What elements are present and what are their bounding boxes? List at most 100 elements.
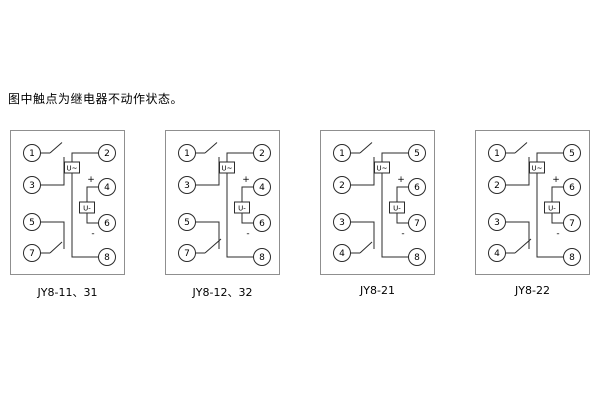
terminal: 8 xyxy=(253,248,271,266)
terminal-circle xyxy=(488,144,506,162)
panel-caption: JY8-21 xyxy=(360,284,395,297)
dc-coil-label: U- xyxy=(238,205,246,213)
note-text: 图中触点为继电器不动作状态。 xyxy=(8,92,184,106)
terminal-number: 1 xyxy=(339,149,345,159)
terminal-circle xyxy=(23,213,41,231)
terminal-number: 1 xyxy=(494,149,500,159)
terminal-number: 1 xyxy=(29,149,35,159)
terminal-number: 5 xyxy=(29,218,35,228)
terminal-circle xyxy=(408,214,426,232)
terminal-circle xyxy=(488,213,506,231)
plus-sign: + xyxy=(397,175,405,185)
ac-coil-label: U~ xyxy=(67,165,78,173)
ac-coil-box xyxy=(374,161,390,174)
terminal-number: 8 xyxy=(259,253,265,263)
wire-ac-rail xyxy=(536,173,564,258)
contact-riser-bottom xyxy=(350,221,375,249)
plus-sign: + xyxy=(552,175,560,185)
terminal-number: 5 xyxy=(184,218,190,228)
terminal-number: 7 xyxy=(569,219,575,229)
wire-dc-minus xyxy=(86,213,99,224)
wire-ac-top xyxy=(226,152,254,162)
terminal-circle xyxy=(333,144,351,162)
wire-dc-plus xyxy=(241,186,254,202)
terminal-circle xyxy=(563,248,581,266)
plus-sign: + xyxy=(87,175,95,185)
contact-riser-bottom xyxy=(40,221,65,249)
terminal-circle xyxy=(98,178,116,196)
minus-sign: - xyxy=(246,229,249,239)
contact-arm-top xyxy=(49,142,63,154)
terminal: 4 xyxy=(488,244,506,262)
terminal-number: 5 xyxy=(414,149,420,159)
plus-sign: + xyxy=(242,175,250,185)
terminal: 3 xyxy=(488,213,506,231)
terminal: 6 xyxy=(563,178,581,196)
terminal-circle xyxy=(253,214,271,232)
terminal-circle xyxy=(253,248,271,266)
terminal: 1 xyxy=(178,144,196,162)
wire-ac-rail xyxy=(381,173,409,258)
relay-diagram: U~ U- + - 1 2 3 4 5 xyxy=(475,130,590,275)
terminal: 3 xyxy=(178,176,196,194)
dc-coil-box xyxy=(234,201,250,214)
terminal-number: 8 xyxy=(569,253,575,263)
contact-arm-bottom xyxy=(204,238,222,254)
contact-arm-top xyxy=(359,142,373,154)
dc-coil-label: U- xyxy=(83,205,91,213)
contact-arm-top xyxy=(204,142,218,154)
terminal-circle xyxy=(333,244,351,262)
dc-coil-label: U- xyxy=(393,205,401,213)
contact-arm-bottom xyxy=(359,241,373,254)
panel-caption: JY8-22 xyxy=(515,284,550,297)
terminal: 4 xyxy=(253,178,271,196)
contact-arm-bottom xyxy=(49,241,63,254)
terminal-number: 3 xyxy=(184,181,190,191)
terminal: 5 xyxy=(178,213,196,231)
terminal-number: 2 xyxy=(494,181,500,191)
ac-coil-box xyxy=(64,161,80,174)
terminal-circle xyxy=(563,214,581,232)
minus-sign: - xyxy=(401,229,404,239)
wire-ac-rail xyxy=(71,173,99,258)
terminal-circle xyxy=(253,144,271,162)
dc-coil-box xyxy=(389,201,405,214)
relay-diagram: U~ U- + - 1 3 5 7 2 xyxy=(165,130,280,275)
relay-diagram: U~ U- + - 1 2 3 4 5 xyxy=(320,130,435,275)
wire-dc-minus xyxy=(396,213,409,224)
terminal-number: 4 xyxy=(104,183,110,193)
terminal-circle xyxy=(178,244,196,262)
panel-jy8-21: U~ U- + - 1 2 3 4 5 xyxy=(320,130,435,300)
terminal-number: 2 xyxy=(259,149,265,159)
terminal-circle xyxy=(563,144,581,162)
terminal-circle xyxy=(488,244,506,262)
terminal: 6 xyxy=(408,178,426,196)
terminal: 6 xyxy=(253,214,271,232)
terminal: 4 xyxy=(333,244,351,262)
terminal: 2 xyxy=(253,144,271,162)
terminal: 5 xyxy=(563,144,581,162)
terminal-circle xyxy=(178,176,196,194)
ac-coil-label: U~ xyxy=(532,165,543,173)
terminal: 7 xyxy=(178,244,196,262)
terminal: 1 xyxy=(23,144,41,162)
terminal-circle xyxy=(563,178,581,196)
terminal: 3 xyxy=(23,176,41,194)
terminal: 8 xyxy=(98,248,116,266)
terminal-number: 3 xyxy=(494,218,500,228)
ac-coil-label: U~ xyxy=(222,165,233,173)
terminal-number: 4 xyxy=(494,249,500,259)
terminal-number: 4 xyxy=(259,183,265,193)
terminal-circle xyxy=(23,244,41,262)
terminal-number: 1 xyxy=(184,149,190,159)
terminal-circle xyxy=(408,248,426,266)
terminal: 8 xyxy=(563,248,581,266)
terminal: 3 xyxy=(333,213,351,231)
terminal-number: 5 xyxy=(569,149,575,159)
terminal-number: 7 xyxy=(29,249,35,259)
contact-arm-bottom xyxy=(514,238,532,254)
panel-jy8-22: U~ U- + - 1 2 3 4 5 xyxy=(475,130,590,300)
wire-ac-rail xyxy=(226,173,254,258)
terminal: 1 xyxy=(333,144,351,162)
wire-ac-top xyxy=(381,152,409,162)
